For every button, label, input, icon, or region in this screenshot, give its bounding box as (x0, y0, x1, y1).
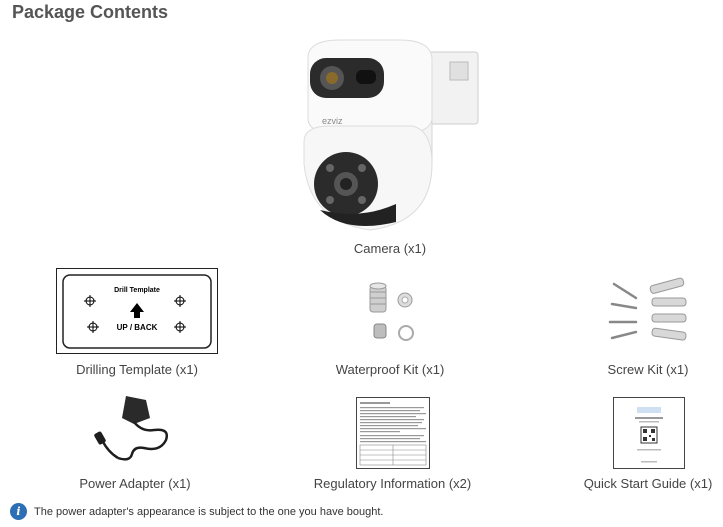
camera-brand-label: ezviz (322, 116, 343, 126)
page-title: Package Contents (12, 2, 169, 22)
regulatory-information-image (356, 397, 430, 469)
drilling-template-caption: Drilling Template (x1) (76, 362, 198, 377)
quick-start-guide-image (613, 397, 685, 469)
info-icon: i (10, 503, 27, 520)
quick-start-guide-caption: Quick Start Guide (x1) (583, 476, 713, 491)
waterproof-kit-image (369, 282, 414, 341)
camera-caption: Camera (x1) (353, 241, 427, 256)
power-adapter-image (94, 396, 168, 461)
camera-image: ezviz (303, 39, 479, 231)
power-adapter-note: i The power adapter's appearance is subj… (10, 503, 383, 520)
screw-kit-caption: Screw Kit (x1) (607, 362, 689, 377)
drill-template-heading: Drill Template (114, 287, 160, 294)
note-text: The power adapter's appearance is subjec… (34, 505, 384, 518)
drill-template-label: UP / BACK (117, 323, 158, 332)
power-adapter-caption: Power Adapter (x1) (79, 476, 191, 491)
drilling-template-image: Drill Template UP / BACK (56, 268, 218, 354)
screw-kit-image (608, 277, 687, 341)
waterproof-kit-caption: Waterproof Kit (x1) (335, 362, 445, 377)
regulatory-information-caption: Regulatory Information (x2) (313, 476, 472, 491)
